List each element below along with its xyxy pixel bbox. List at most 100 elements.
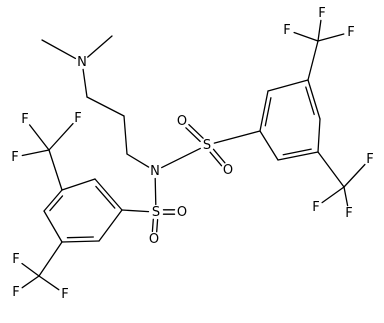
atom-O3: O [147,232,161,247]
atom-label-background [363,152,377,166]
atom-Fd3: F [58,287,72,302]
single-bond-L2-L3 [61,178,96,191]
bond-line [317,118,321,153]
atom-N1: N [75,55,89,70]
bond-line-inner [95,185,116,209]
atom-Fd2: F [9,285,23,300]
single-bond-L5-CF3d [38,241,63,277]
bond-line [43,189,63,212]
bond-line-inner [49,195,64,212]
bond-line [277,151,319,161]
bond-line [87,35,113,58]
atom-label-background [344,25,358,39]
single-bond-CF3b-Fb2 [343,186,349,207]
atom-Fc2: F [18,112,32,127]
bond-line [41,39,77,60]
atom-symbol: F [283,23,290,38]
single-bond-N2-S2 [154,177,157,206]
atom-symbol: N [150,164,160,179]
atom-S1: S [200,138,214,153]
single-bond-N1-C1 [82,68,88,98]
single-bond-L3-CF3c [48,149,63,191]
single-bond-L6-L1 [98,209,123,242]
single-bond-Me2-N1 [87,35,113,58]
bond-line [28,124,50,151]
atom-symbol: F [12,285,19,300]
bond-line [259,90,269,132]
single-bond-S2-L1 [121,209,150,213]
atom-label-background [342,206,356,220]
atom-symbol: F [318,6,325,21]
single-bond-CF3d-Fd2 [21,275,40,289]
atom-symbol: F [74,111,81,126]
double-bond-S2-O4 [162,209,176,215]
bond-line [307,79,321,120]
single-bond-CF3a-Fa3 [317,33,345,42]
atom-label-background [9,285,23,299]
bond-line [123,115,128,155]
bond-line [38,275,60,291]
bond-line [185,127,201,143]
double-bond-R3-R4 [305,79,321,120]
bond-line [213,130,261,144]
atom-Fc3: F [71,111,85,126]
bond-line [151,218,154,233]
double-bond-L3-L4 [43,189,64,212]
atom-Fb1: F [309,200,323,215]
atom-label-background [58,287,72,301]
atom-O2: O [221,163,235,178]
atom-symbol: S [203,138,211,153]
atom-Fc1: F [8,150,22,165]
single-bond-CF3b-Fb1 [321,186,345,204]
single-bond-CF3c-Fc3 [48,122,74,151]
atom-symbol: F [347,25,354,40]
single-bond-CF3d-Fd3 [38,275,60,291]
double-bond-L5-L6 [61,236,100,243]
single-bond-CF3b-Fb3 [343,163,366,188]
atom-O1: O [175,114,189,129]
bond-line-inner [264,97,272,127]
double-bond-S2-O3 [151,218,159,233]
bond-line [317,19,322,42]
bond-line [188,123,204,139]
atom-label-background [8,150,22,164]
single-bond-CF3c-Fc1 [21,149,50,157]
atom-symbol: F [12,252,19,267]
bond-line-inner [305,86,315,116]
single-bond-R6-R1 [259,130,279,161]
bond-layer [21,19,366,291]
atom-Fa2: F [315,6,329,21]
single-bond-R3-CF3a [307,40,319,81]
bond-line [38,241,63,277]
single-bond-Me1-N1 [41,39,77,60]
atom-Fb2: F [342,206,356,221]
atom-label-background [221,163,235,177]
bond-line [267,79,309,92]
atom-Fb3: F [363,152,377,167]
bond-line [317,33,345,42]
bond-line [98,209,123,242]
atom-symbol: F [312,200,319,215]
bond-line [293,31,319,42]
bond-line [343,163,366,188]
atom-O4: O [175,205,189,220]
atom-label-background [75,55,89,69]
double-bond-S1-O1 [185,123,204,143]
bond-line [321,186,345,204]
atom-Fd1: F [9,252,23,267]
single-bond-S1-R1 [213,130,261,144]
atom-label-background [147,232,161,246]
atom-label-background [175,205,189,219]
atom-label-background [315,6,329,20]
single-bond-CF3a-Fa1 [293,31,319,42]
atom-symbol: S [152,205,160,220]
bond-line [82,68,88,98]
atom-symbol: F [345,206,352,221]
single-bond-CF3c-Fc2 [28,124,50,151]
atom-label-background [148,164,162,178]
double-bond-R5-R6 [277,148,319,161]
bond-line [156,218,159,233]
bond-line [161,147,201,169]
bond-line [48,149,63,191]
